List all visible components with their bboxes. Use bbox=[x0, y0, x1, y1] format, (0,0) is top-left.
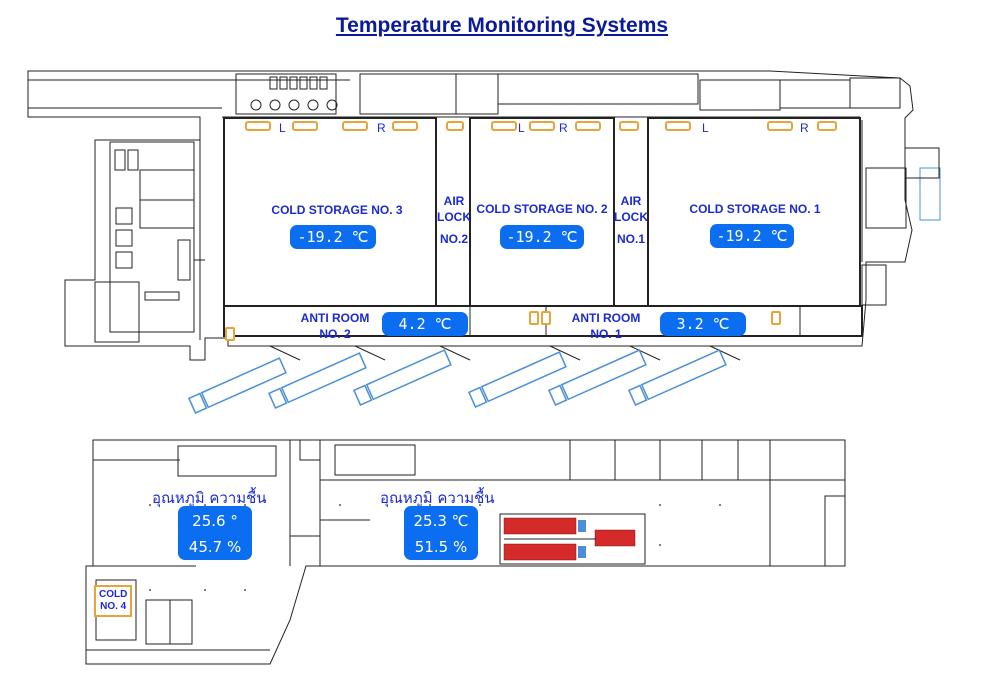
cold-storage-3-temp[interactable]: -19.2 ℃ bbox=[290, 225, 376, 249]
marker-l: L bbox=[518, 121, 525, 135]
marker-l: L bbox=[702, 121, 709, 135]
marker-r: R bbox=[800, 121, 809, 135]
cold-storage-2-label: COLD STORAGE NO. 2 bbox=[476, 202, 608, 216]
sensor-2-panel[interactable]: 25.3 ℃ 51.5 % bbox=[404, 506, 478, 560]
cold-storage-3-label: COLD STORAGE NO. 3 bbox=[271, 203, 403, 217]
sensor-2-temp: 25.3 ℃ bbox=[413, 512, 469, 530]
sensor-1-heading: อุณหภูมิ ความชื้น bbox=[152, 489, 267, 507]
sensor-2-humidity: 51.5 % bbox=[414, 538, 468, 556]
page-title: Temperature Monitoring Systems bbox=[335, 14, 669, 37]
cold-storage-1-label: COLD STORAGE NO. 1 bbox=[689, 202, 821, 216]
sensor-1-humidity: 45.7 % bbox=[188, 538, 242, 556]
marker-r: R bbox=[377, 121, 386, 135]
sensor-1-panel[interactable]: 25.6 ° 45.7 % bbox=[178, 506, 252, 560]
anti-room-1-temp[interactable]: 3.2 ℃ bbox=[660, 312, 746, 336]
marker-l: L bbox=[279, 121, 286, 135]
cold-storage-1-temp[interactable]: -19.2 ℃ bbox=[710, 224, 794, 248]
anti-room-2-temp[interactable]: 4.2 ℃ bbox=[382, 312, 468, 336]
cold-storage-2-temp[interactable]: -19.2 ℃ bbox=[500, 225, 584, 249]
sensor-2-heading: อุณหภูมิ ความชื้น bbox=[380, 489, 495, 507]
marker-r: R bbox=[559, 121, 568, 135]
sensor-1-temp: 25.6 ° bbox=[192, 512, 238, 530]
